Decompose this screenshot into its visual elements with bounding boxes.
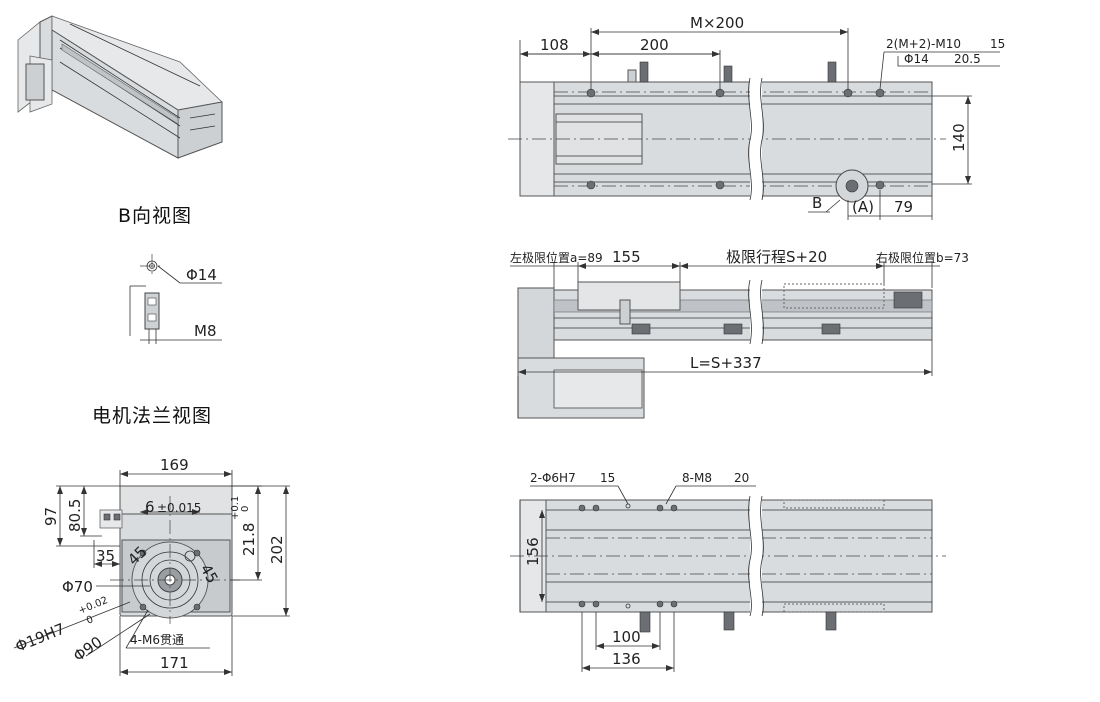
dim-m-x-200: M×200 bbox=[690, 14, 744, 32]
note-right-limit: 右极限位置b=73 bbox=[876, 250, 969, 265]
note-stroke: 极限行程S+20 bbox=[726, 248, 827, 266]
motor-flange-title: 电机法兰视图 bbox=[92, 405, 212, 427]
note-m8-holes: 8-M8 bbox=[682, 471, 712, 485]
dim-phi90: Φ90 bbox=[70, 633, 106, 665]
tol-6: ±0.015 bbox=[157, 501, 201, 515]
dim-phi70: Φ70 bbox=[62, 578, 93, 596]
top-view: M×200 108 200 2(M+2)-M10 15 Φ14 20.5 140… bbox=[508, 14, 1005, 220]
dim-35: 35 bbox=[96, 547, 115, 565]
tol-zero-a: 0 bbox=[240, 506, 251, 512]
dim-80-5: 80.5 bbox=[66, 499, 84, 532]
label-b: B bbox=[812, 194, 822, 212]
dim-m8: M8 bbox=[194, 322, 217, 340]
note-phi14-counterbore: Φ14 bbox=[904, 52, 929, 66]
dim-200: 200 bbox=[640, 36, 669, 54]
note-phi14-depth: 20.5 bbox=[954, 52, 981, 66]
dim-phi14: Φ14 bbox=[186, 266, 217, 284]
note-4-m6: 4-M6贯通 bbox=[130, 633, 184, 647]
dim-length: L=S+337 bbox=[690, 354, 762, 372]
dim-108: 108 bbox=[540, 36, 569, 54]
side-view: 左极限位置a=89 155 极限行程S+20 右极限位置b=73 L=S+337 bbox=[510, 248, 969, 419]
bottom-view: 156 2-Φ6H7 15 8-M8 20 100 136 bbox=[510, 471, 946, 672]
dim-156: 156 bbox=[524, 537, 542, 566]
note-left-limit: 左极限位置a=89 bbox=[510, 250, 603, 265]
dim-155: 155 bbox=[612, 248, 641, 266]
dim-79: 79 bbox=[894, 198, 913, 216]
isometric-view bbox=[17, 15, 223, 159]
note-2m-m10-depth: 15 bbox=[990, 37, 1005, 51]
b-view-detail: Φ14 M8 bbox=[129, 254, 222, 344]
label-a: (A) bbox=[852, 198, 874, 216]
dim-140: 140 bbox=[950, 123, 968, 152]
tol-plus-0-02: +0.02 bbox=[77, 595, 110, 617]
dim-6: 6 bbox=[145, 498, 155, 516]
dim-21-8: 21.8 bbox=[240, 523, 258, 556]
dim-phi19: Φ19H7 bbox=[13, 620, 68, 656]
dim-97: 97 bbox=[42, 507, 60, 526]
note-m8-depth: 20 bbox=[734, 471, 749, 485]
tol-zero-b: 0 bbox=[85, 614, 95, 627]
motor-flange-view: 169 171 202 21.8 +0.1 0 97 80.5 35 6 ±0.… bbox=[13, 456, 290, 676]
dim-100: 100 bbox=[612, 628, 641, 646]
dim-169: 169 bbox=[160, 456, 189, 474]
note-pin-holes: 2-Φ6H7 bbox=[530, 471, 576, 485]
dim-171: 171 bbox=[160, 654, 189, 672]
view-b-title: B向视图 bbox=[118, 205, 192, 227]
dim-202: 202 bbox=[268, 535, 286, 564]
note-pin-depth: 15 bbox=[600, 471, 615, 485]
tol-plus-0-1: +0.1 bbox=[230, 496, 241, 520]
dim-136: 136 bbox=[612, 650, 641, 668]
note-2m-m10: 2(M+2)-M10 bbox=[886, 37, 961, 51]
